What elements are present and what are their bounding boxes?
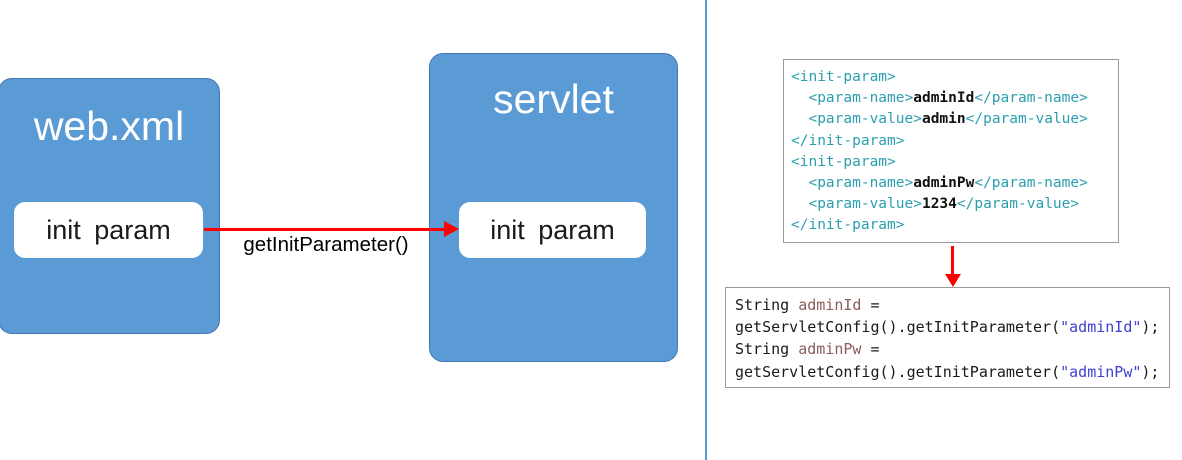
- getinitparameter-arrow-line: [204, 228, 445, 231]
- code-line: String adminId =: [735, 296, 880, 314]
- servlet-title: servlet: [493, 76, 614, 122]
- webxml-init-param-chip: init param: [14, 202, 203, 258]
- java-code-box: String adminId = getServletConfig().getIn…: [725, 287, 1170, 388]
- code-line: getServletConfig().getInitParameter("adm…: [735, 362, 1160, 381]
- code-line: <init-param>: [791, 153, 896, 170]
- webxml-title: web.xml: [33, 103, 185, 149]
- xml-to-java-arrow-head-icon: [944, 274, 961, 287]
- code-line: <param-name>adminId</param-name>: [808, 90, 1088, 107]
- servlet-init-param-label: init param: [490, 214, 615, 245]
- code-line: </init-param>: [791, 217, 905, 234]
- servlet-init-param-chip: init param: [459, 202, 646, 258]
- getinitparameter-arrow-label: getInitParameter(): [243, 233, 409, 256]
- getinitparameter-arrow-head-icon: [444, 221, 459, 237]
- code-line: <init-param>: [791, 69, 896, 85]
- code-line: <param-name>adminPw</param-name>: [808, 175, 1088, 192]
- code-line: String adminPw =: [735, 340, 880, 359]
- code-line: <param-value>admin</param-value>: [808, 111, 1088, 128]
- webxml-init-param-label: init param: [46, 214, 171, 245]
- section-divider-line: [705, 0, 707, 460]
- code-line: getServletConfig().getInitParameter("adm…: [735, 318, 1160, 337]
- code-line: </init-param>: [791, 132, 905, 149]
- xml-to-java-arrow-line: [951, 246, 954, 276]
- xml-code-box: <init-param> <param-name>adminId</param-…: [783, 59, 1119, 243]
- code-line: <param-value>1234</param-value>: [808, 196, 1080, 213]
